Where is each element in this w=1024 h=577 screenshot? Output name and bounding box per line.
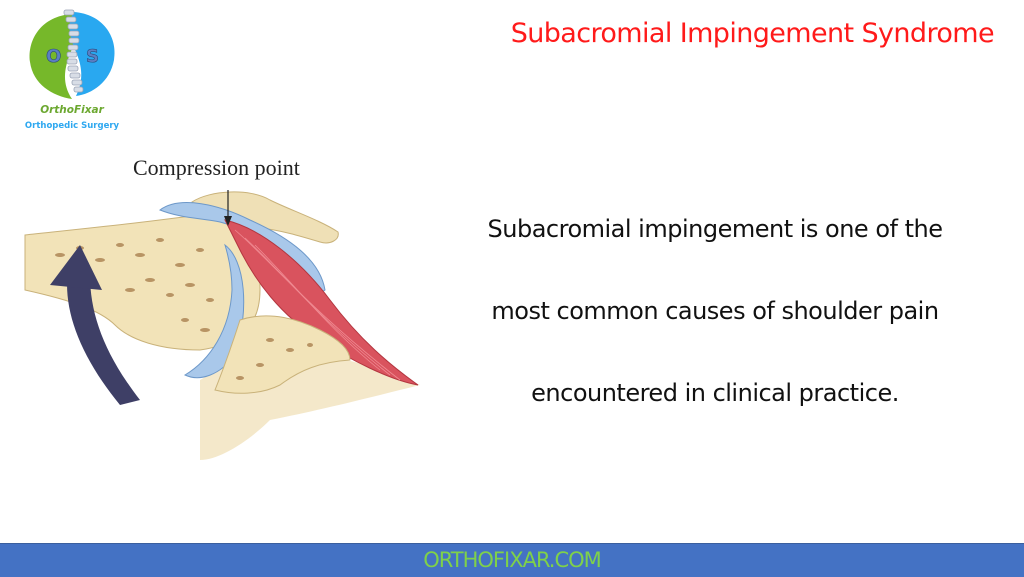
body-line-2: most common causes of shoulder pain <box>491 297 939 325</box>
body-text: Subacromial impingement is one of the mo… <box>430 205 1000 451</box>
logo-letter-s: S <box>86 46 99 67</box>
shoulder-anatomy-illustration <box>20 150 440 470</box>
footer-website-link[interactable]: ORTHOFIXAR.COM <box>423 548 602 572</box>
logo-brand-name: OrthoFixar <box>40 104 104 116</box>
page-title: Subacromial Impingement Syndrome <box>510 18 995 49</box>
orthofixar-logo: O S OrthoFixar Orthopedic Surgery <box>22 4 122 134</box>
body-line-3: encountered in clinical practice. <box>531 379 899 407</box>
body-line-1: Subacromial impingement is one of the <box>487 215 943 243</box>
footer-bar: ORTHOFIXAR.COM <box>0 543 1024 577</box>
spine-logo-icon: O S <box>29 9 115 99</box>
logo-letter-o: O <box>46 46 61 67</box>
logo-tagline: Orthopedic Surgery <box>24 121 120 131</box>
figure-caption: Compression point <box>133 155 300 180</box>
